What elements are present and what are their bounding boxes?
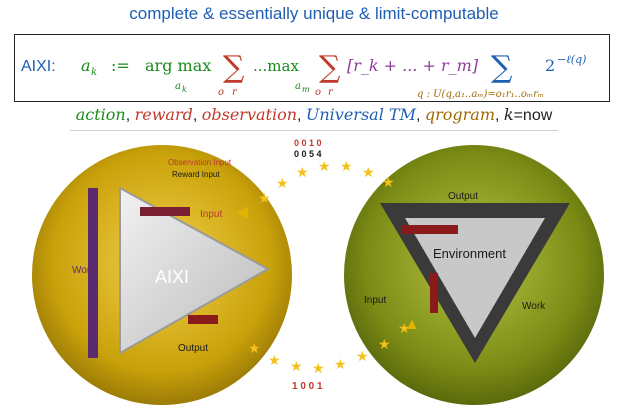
svg-text:★: ★ (378, 336, 391, 352)
agent-environment-diagram: ★ ★ ★ ★ ★ ★ ★ ★ ★ ★ ★ ★ ★ ★ ★ ◀ ▲ AIXI E… (32, 138, 604, 405)
legend-k: k (503, 105, 514, 124)
variable-legend: action, reward, observation, Universal T… (75, 105, 553, 124)
formula-argmax-sub: a (175, 81, 181, 92)
aixi-formula-box: AIXI: a k := arg max a k ∑ o r ...max a … (14, 34, 610, 102)
bottom-bits: 1 0 0 1 (292, 381, 323, 392)
sum3-sub: q : U(q,a₁..aₘ)=o₁r₁..oₘrₘ (417, 89, 544, 100)
environment-triangle-inner (405, 218, 545, 338)
top-bits-2: 0 0 5 4 (294, 149, 322, 159)
formula-max-subsub: m (302, 85, 310, 94)
legend-observation: observation (201, 105, 297, 124)
sum-symbol-2: ∑ (319, 50, 341, 85)
env-output-label: Output (448, 191, 478, 202)
agent-work-tape (88, 188, 98, 358)
sum2-sub2: r (328, 87, 334, 98)
agent-work-label: Work (72, 265, 96, 276)
formula-dots-max: ...max (253, 57, 299, 75)
sum1-sub2: r (232, 87, 238, 98)
stars-top-arc: ★ ★ ★ ★ ★ ★ ★ (258, 158, 395, 206)
env-input-tape (430, 273, 438, 313)
formula-lhs-sub: k (91, 67, 97, 78)
legend-program: qrogram (424, 105, 495, 124)
formula-argmax-subsub: k (182, 85, 187, 94)
formula-max-sub: a (295, 81, 301, 92)
svg-text:★: ★ (296, 164, 309, 180)
formula-assign: := (111, 56, 130, 75)
env-output-tape (402, 225, 458, 234)
svg-text:★: ★ (334, 356, 347, 372)
divider (70, 130, 558, 131)
formula-power: 2 (545, 56, 555, 75)
svg-text:★: ★ (356, 348, 369, 364)
env-input-label: Input (364, 295, 386, 306)
formula-exponent: −ℓ(q) (557, 53, 586, 66)
svg-text:★: ★ (398, 320, 411, 336)
svg-text:★: ★ (318, 158, 331, 174)
observation-input-label: Observation Input (168, 158, 232, 167)
formula-lhs: a (81, 56, 91, 75)
reward-input-label: Reward Input (172, 170, 220, 179)
page-title: complete & essentially unique & limit-co… (129, 4, 499, 23)
svg-text:★: ★ (258, 190, 271, 206)
aixi-formula: AIXI: a k := arg max a k ∑ o r ...max a … (21, 50, 586, 100)
env-work-label: Work (522, 301, 546, 312)
stars-bottom-arc: ★ ★ ★ ★ ★ ★ ★ ★ (248, 320, 411, 376)
agent-input-label: Input (200, 209, 222, 220)
svg-text:★: ★ (362, 164, 375, 180)
svg-text:★: ★ (382, 174, 395, 190)
arrow-to-agent-input: ◀ (236, 204, 249, 221)
sum2-sub: o (315, 87, 321, 98)
agent-triangle (119, 186, 271, 355)
agent-label: AIXI (155, 267, 189, 287)
svg-text:★: ★ (312, 360, 325, 376)
svg-text:★: ★ (248, 340, 261, 356)
sum-symbol-3: ∑ (491, 50, 513, 85)
svg-text:★: ★ (276, 175, 289, 191)
sum1-sub: o (218, 87, 224, 98)
top-bits: 0 0 1 0 (294, 138, 322, 148)
legend-action: action (75, 105, 126, 124)
environment-label: Environment (433, 246, 506, 261)
sum-symbol-1: ∑ (223, 50, 245, 85)
formula-bracket: [r_k + ... + r_m] (347, 56, 479, 75)
formula-label: AIXI: (21, 58, 56, 75)
svg-text:★: ★ (268, 352, 281, 368)
agent-output-label: Output (178, 343, 208, 354)
svg-text:★: ★ (340, 158, 353, 174)
arrow-to-env-input: ▲ (404, 316, 420, 333)
legend-now: =now (513, 107, 553, 124)
legend-utm: Universal TM (305, 105, 416, 124)
agent-input-tape (140, 207, 190, 216)
legend-reward: reward (134, 105, 193, 124)
agent-output-tape (188, 315, 218, 324)
formula-argmax: arg max (145, 56, 211, 75)
svg-text:★: ★ (290, 358, 303, 374)
